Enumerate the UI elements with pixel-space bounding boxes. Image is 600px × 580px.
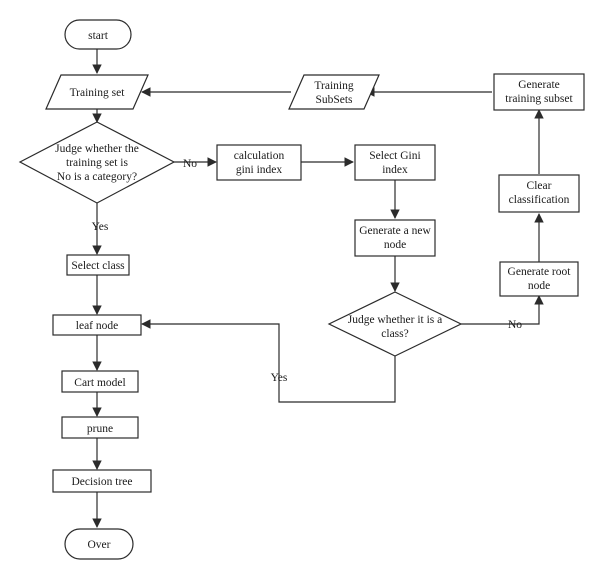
start-terminal: start (64, 19, 132, 50)
select-gini-line-1: Select Gini (369, 150, 420, 162)
gen-subset-line-1: Generate (518, 79, 560, 91)
judge-category-line-3: No is a category? (57, 171, 137, 183)
calc-gini-line-1: calculation (234, 150, 285, 162)
leaf-node-label: leaf node (76, 320, 118, 332)
judge-category-line-1: Judge whether the (55, 143, 139, 155)
start-label: start (88, 30, 109, 42)
training-set-io: Training set (45, 74, 149, 110)
clear-class-line-1: Clear (527, 180, 552, 192)
edge-label-judge-no: No (183, 158, 197, 170)
edge-label-class-yes: Yes (271, 372, 288, 384)
root-node-process: Generate root node (499, 261, 579, 297)
edge-judge-class-no-to-root (461, 295, 544, 325)
new-node-line-2: node (384, 239, 406, 251)
training-subsets-line-1: Training (314, 80, 353, 92)
judge-category-line-2: training set is (66, 157, 128, 169)
new-node-process: Generate a new node (354, 219, 436, 257)
clear-class-line-2: classification (509, 194, 570, 206)
select-gini-line-2: index (382, 164, 408, 176)
over-label: Over (88, 539, 111, 551)
judge-class-line-1: Judge whether it is a (348, 314, 443, 326)
edge-judge-class-yes-to-leaf (141, 319, 396, 403)
decision-tree-label: Decision tree (72, 476, 133, 488)
calc-gini-process: calculation gini index (216, 144, 302, 181)
root-node-line-1: Generate root (508, 266, 572, 278)
edge-labels: No Yes No Yes (92, 158, 523, 384)
cart-model-process: Cart model (61, 370, 139, 393)
edge-label-judge-yes: Yes (92, 221, 109, 233)
prune-process: prune (61, 416, 139, 439)
cart-model-label: Cart model (74, 377, 125, 389)
training-subsets-io: Training SubSets (288, 74, 380, 110)
judge-class-line-2: class? (381, 328, 408, 340)
select-gini-process: Select Gini index (354, 144, 436, 181)
judge-category-decision: Judge whether the training set is No is … (18, 121, 176, 204)
prune-label: prune (87, 423, 113, 435)
leaf-node-process: leaf node (52, 314, 142, 336)
new-node-line-1: Generate a new (359, 225, 431, 237)
clear-classification-process: Clear classification (498, 174, 580, 213)
decision-tree-process: Decision tree (52, 469, 152, 493)
calc-gini-line-2: gini index (236, 164, 283, 176)
edges (92, 49, 544, 528)
over-terminal: Over (64, 528, 134, 560)
select-class-process: Select class (66, 254, 130, 276)
gen-subset-line-2: training subset (505, 93, 573, 105)
gen-subset-process: Generate training subset (493, 73, 585, 111)
edge-label-class-no: No (508, 319, 522, 331)
judge-class-decision: Judge whether it is a class? (327, 291, 463, 357)
training-set-label: Training set (70, 87, 126, 99)
training-subsets-line-2: SubSets (315, 94, 353, 106)
root-node-line-2: node (528, 280, 550, 292)
select-class-label: Select class (71, 260, 125, 272)
